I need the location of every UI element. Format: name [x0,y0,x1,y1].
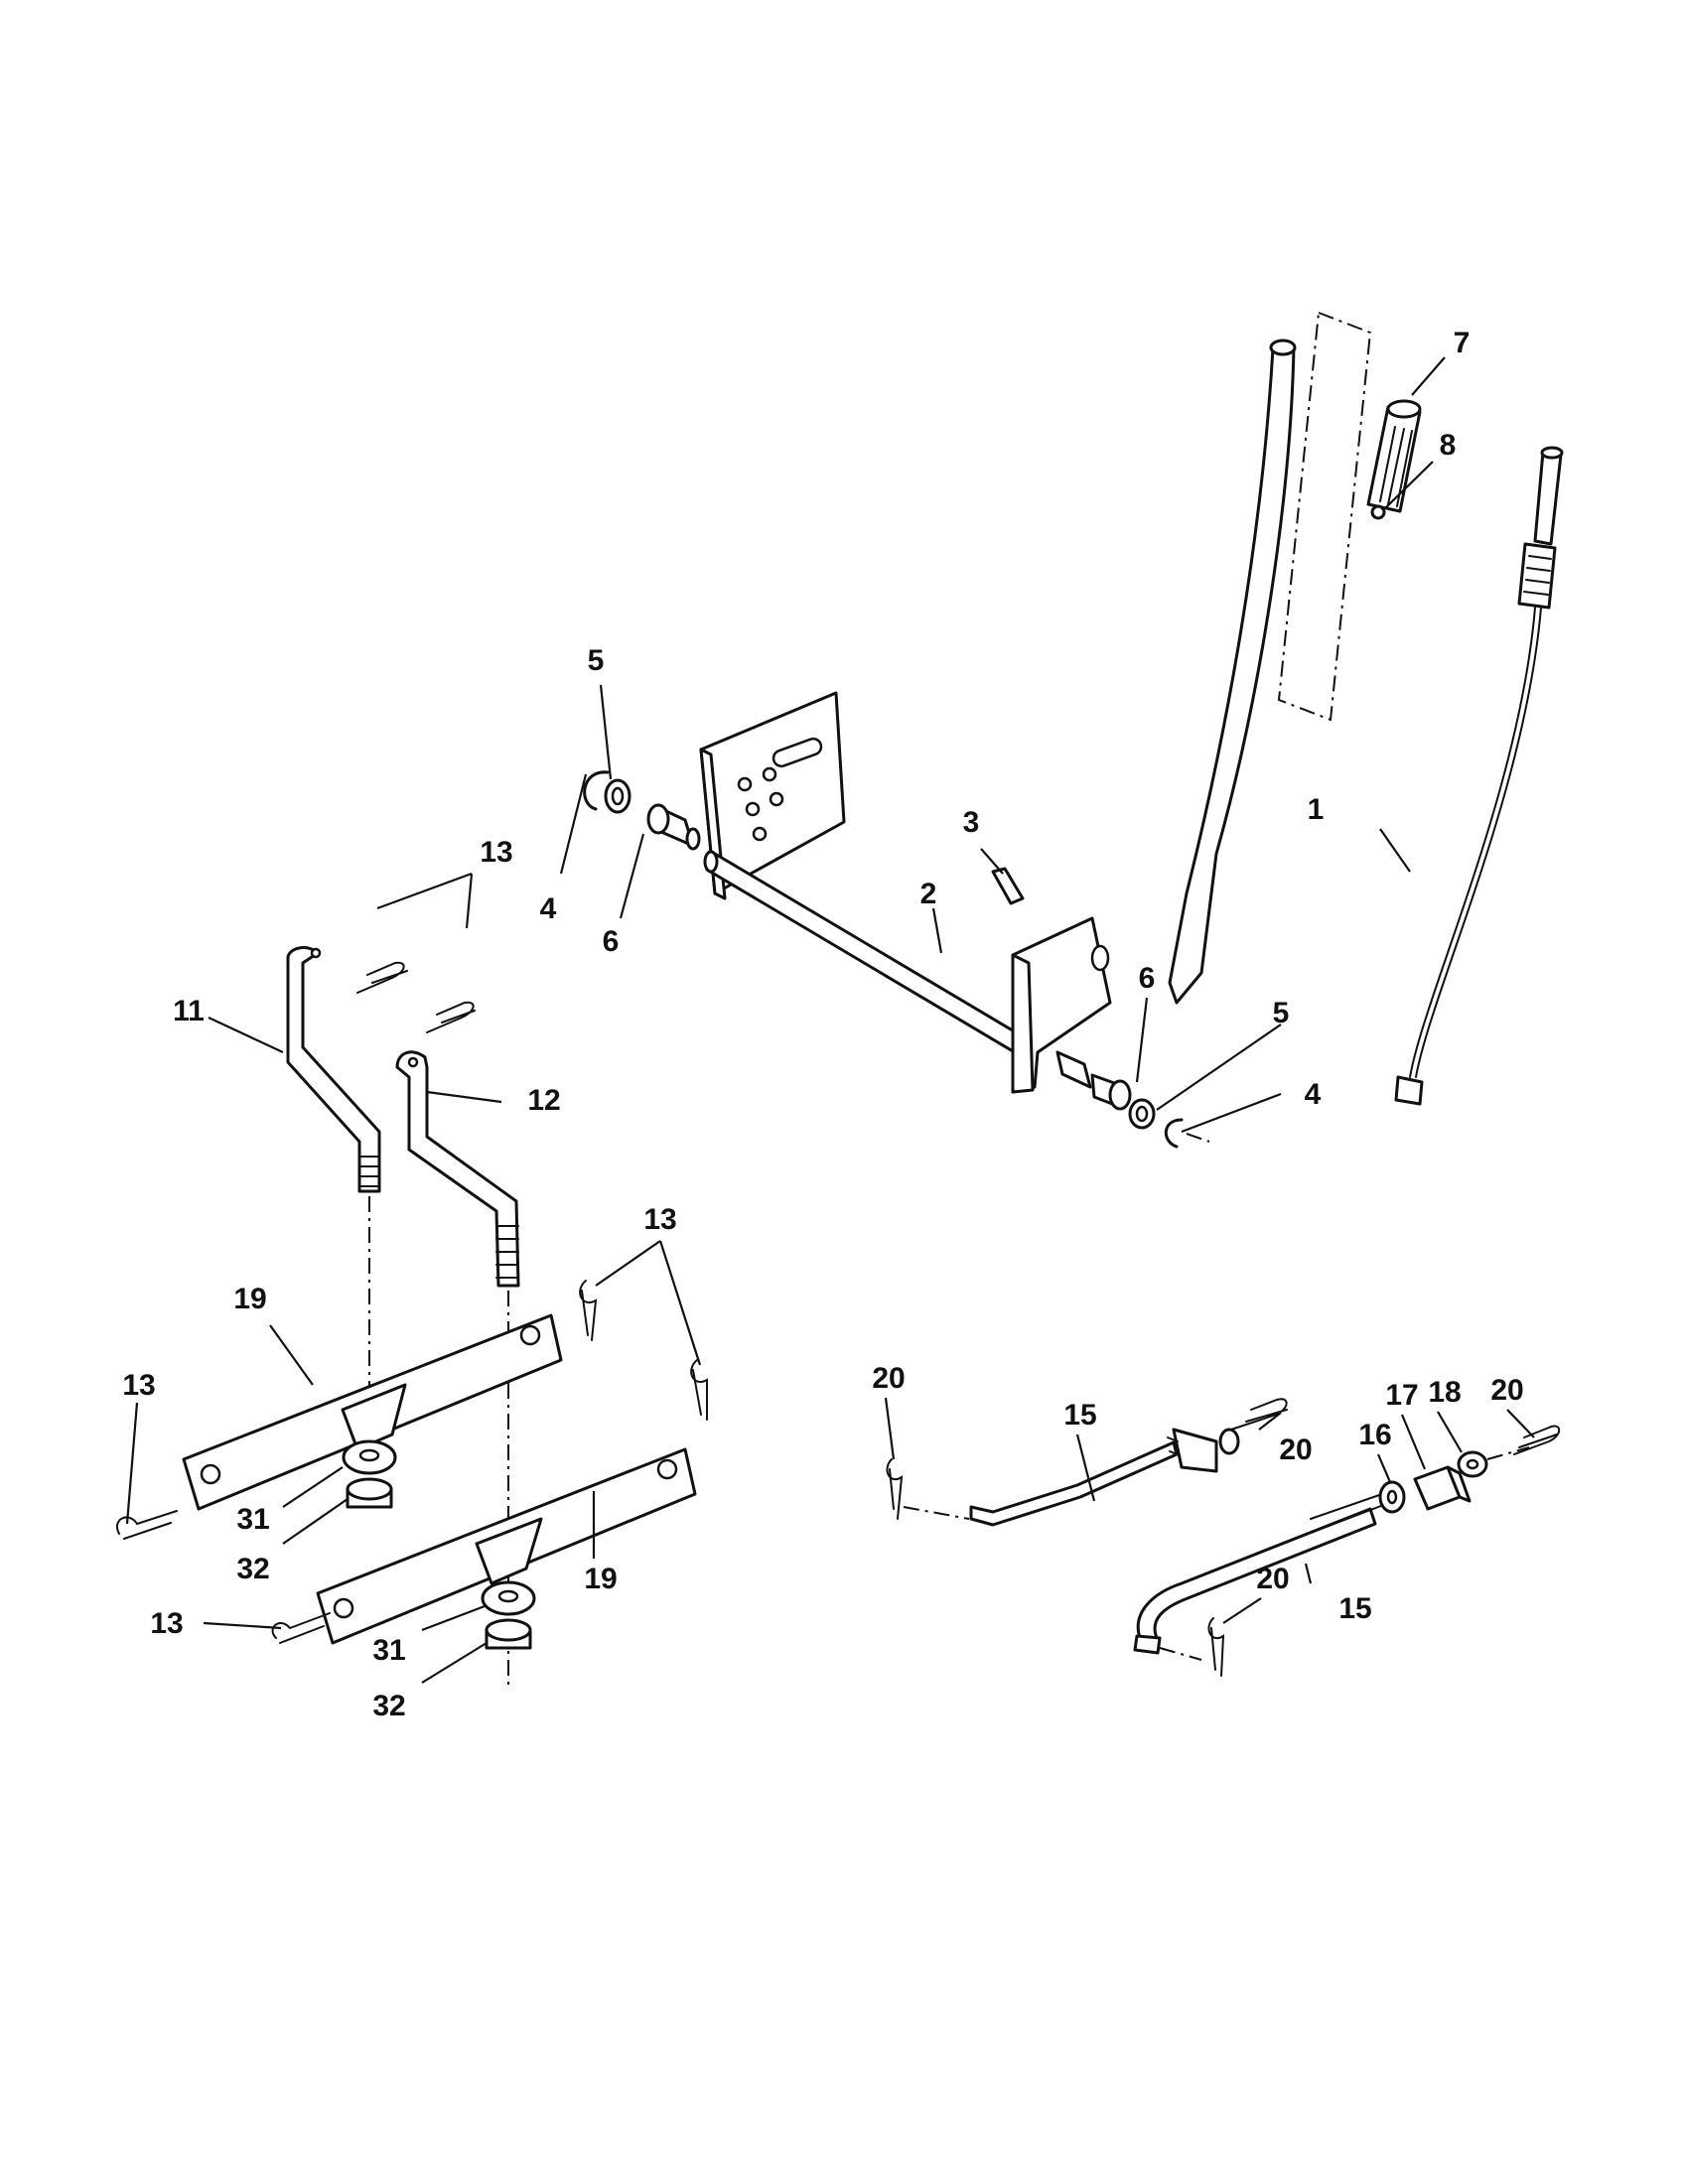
callout-13-bottom: 13 [150,1607,183,1640]
shaft-arm [1011,916,1112,1094]
callout-15-lower: 15 [1338,1592,1371,1625]
callout-15-upper: 15 [1063,1399,1096,1432]
left-e-clip [583,770,610,811]
callout-8: 8 [1440,429,1457,462]
callout-32-upper: 32 [236,1553,269,1585]
callout-20-right: 20 [1490,1374,1523,1407]
callout-labels: 1 2 3 4 4 5 5 6 6 7 8 11 12 13 13 13 13 … [122,327,1523,1722]
callout-16: 16 [1358,1419,1391,1451]
adjuster-washer-16 [1378,1480,1406,1514]
handle-phantom-outline [1277,311,1372,722]
callout-32-lower: 32 [372,1690,405,1722]
callout-13-left: 13 [122,1369,155,1402]
hairpin-13-mid-b [690,1359,708,1421]
lift-arm-upper [182,1313,563,1511]
adjuster-rod-15-upper [903,1440,1179,1527]
adjuster-block-upper [1167,1428,1240,1473]
callout-11: 11 [173,995,205,1027]
callout-19-lower: 19 [584,1563,617,1595]
lift-lever [1168,339,1297,1005]
callout-20-upper: 20 [1279,1433,1312,1466]
hairpin-13-left [116,1510,178,1540]
adjuster-nut-18 [1457,1450,1488,1478]
callout-12: 12 [527,1084,560,1117]
spacer-31-lower [481,1580,536,1616]
callout-13-mid: 13 [643,1203,676,1236]
right-bushing [1055,1050,1132,1111]
mounting-bracket [699,691,846,900]
callout-20-lower: 20 [1256,1563,1289,1595]
left-bushing [646,803,701,851]
callout-20-left: 20 [872,1362,905,1395]
centerline-adjuster [1486,1446,1530,1460]
leader-lines [125,356,1535,1684]
lift-cable [1394,446,1564,1106]
callout-1: 1 [1308,793,1325,826]
hairpin-13-top-a [356,961,408,994]
callout-6-right: 6 [1139,962,1156,995]
hairpin-13-mid-a [579,1280,598,1341]
callout-6-left: 6 [603,925,620,958]
hand-grip [1366,399,1422,520]
adjuster-block-17 [1413,1465,1472,1511]
nut-32-upper [346,1477,393,1509]
adjuster-rod-15-lower [1133,1493,1387,1661]
nut-32-lower [485,1618,532,1650]
callout-31-upper: 31 [236,1503,269,1536]
hairpin-20-lower [1207,1617,1225,1677]
right-e-clip [1164,1118,1210,1149]
lift-link-12 [395,1050,520,1288]
callout-5-left: 5 [588,644,605,677]
callout-4-left: 4 [540,892,557,925]
callout-17: 17 [1385,1379,1418,1412]
right-washer [1128,1098,1156,1130]
hairpin-13-top-b [426,1001,476,1033]
left-washer [604,778,632,814]
callout-31-lower: 31 [372,1634,405,1667]
hairpin-20-upper [1230,1398,1288,1431]
roll-pin [991,867,1025,905]
hairpin-13-bottom [271,1612,331,1644]
callout-7: 7 [1454,327,1471,359]
callout-18: 18 [1428,1376,1461,1409]
lift-arm-lower [316,1447,697,1645]
callout-13-top: 13 [480,836,512,869]
callout-4-right: 4 [1305,1078,1322,1111]
spacer-31-upper [342,1439,397,1475]
callout-2: 2 [920,878,937,910]
hairpin-20-right [1513,1425,1561,1455]
hairpin-20-left [886,1458,904,1520]
callout-19-upper: 19 [233,1283,266,1315]
lift-shaft [703,850,1035,1060]
callout-5-right: 5 [1273,997,1290,1029]
callout-3: 3 [963,806,980,839]
lift-link-11 [286,946,381,1193]
